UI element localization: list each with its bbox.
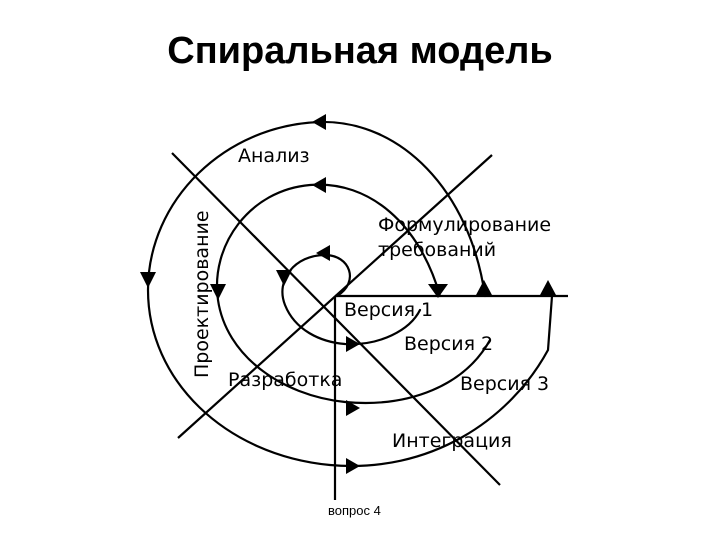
label-development: Разработка: [228, 369, 342, 391]
arrow-middle-left: [210, 284, 226, 300]
arrow-req-1: [428, 284, 448, 298]
label-requirements-line1: Формулирование: [378, 214, 551, 236]
label-version3: Версия 3: [460, 373, 549, 395]
label-version2: Версия 2: [404, 333, 493, 355]
arrow-inner-left: [276, 270, 292, 286]
label-version1: Версия 1: [344, 299, 433, 321]
label-analysis: Анализ: [238, 145, 310, 167]
arrow-design-left: [140, 272, 156, 288]
spiral-loop-inner: [281, 253, 422, 346]
arrow-analysis: [312, 114, 326, 130]
spiral-loop-outer: [146, 120, 554, 468]
arrow-development: [346, 400, 360, 416]
arrow-version1: [346, 336, 360, 352]
slide-footer: вопрос 4: [328, 503, 381, 518]
arrow-req-2: [476, 280, 492, 295]
arrow-req-3: [540, 280, 556, 295]
arrow-middle-top: [312, 177, 326, 193]
arrow-inner-top: [316, 245, 330, 261]
label-integration: Интеграция: [392, 430, 512, 452]
label-requirements-line2: требований: [378, 239, 496, 261]
slide-title: Спиральная модель: [167, 30, 553, 72]
arrow-integration: [346, 458, 360, 474]
label-design: Проектирование: [191, 210, 213, 378]
